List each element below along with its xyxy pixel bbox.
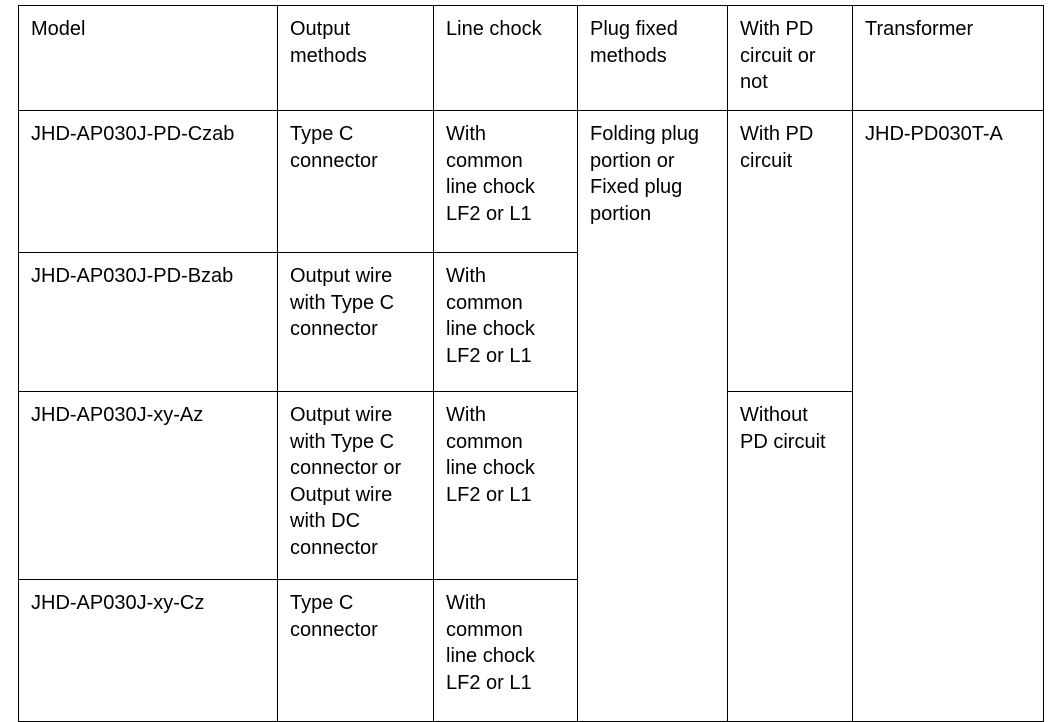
cell-line-chock: With common line chock LF2 or L1: [433, 579, 578, 722]
cell-model-value: JHD-AP030J-xy-Cz: [31, 592, 205, 614]
cell-pd-circuit-without-value: Without PD circuit: [740, 404, 826, 453]
cell-model-value: JHD-AP030J-PD-Czab: [31, 123, 235, 145]
cell-line-chock-value: With common line chock LF2 or L1: [446, 123, 535, 225]
page-canvas: Model Output methods Line chock Plug fix…: [18, 5, 1044, 722]
column-header-line-chock-label: Line chock: [446, 18, 542, 40]
cell-output-methods: Type C connector: [277, 579, 434, 722]
cell-output-methods: Output wire with Type C connector or Out…: [277, 391, 434, 580]
cell-pd-circuit-merged-with: With PD circuit: [727, 110, 853, 392]
cell-output-methods-value: Type C connector: [290, 123, 378, 172]
cell-plug-fixed-methods-value: Folding plug portion or Fixed plug porti…: [590, 123, 699, 225]
cell-line-chock: With common line chock LF2 or L1: [433, 110, 578, 253]
cell-line-chock: With common line chock LF2 or L1: [433, 391, 578, 580]
column-header-plug-fixed-methods: Plug fixed methods: [577, 5, 728, 111]
cell-output-methods: Type C connector: [277, 110, 434, 253]
table-header-row: Model Output methods Line chock Plug fix…: [18, 5, 1044, 111]
cell-model: JHD-AP030J-xy-Cz: [18, 579, 278, 722]
column-header-with-pd-circuit-or-not-label: With PD circuit or not: [740, 18, 816, 94]
column-header-plug-fixed-methods-label: Plug fixed methods: [590, 18, 678, 67]
column-header-output-methods-label: Output methods: [290, 18, 367, 67]
cell-line-chock-value: With common line chock LF2 or L1: [446, 265, 535, 367]
cell-line-chock: With common line chock LF2 or L1: [433, 252, 578, 392]
column-header-transformer-label: Transformer: [865, 18, 974, 40]
cell-model: JHD-AP030J-PD-Czab: [18, 110, 278, 253]
cell-pd-circuit-with-value: With PD circuit: [740, 123, 814, 172]
table-row: JHD-AP030J-xy-Az Output wire with Type C…: [18, 391, 1044, 722]
cell-model-value: JHD-AP030J-xy-Az: [31, 404, 204, 426]
cell-output-methods: Output wire with Type C connector: [277, 252, 434, 392]
cell-transformer-value: JHD-PD030T-A: [865, 123, 1003, 145]
column-header-model-label: Model: [31, 18, 86, 40]
column-header-output-methods: Output methods: [277, 5, 434, 111]
cell-model: JHD-AP030J-PD-Bzab: [18, 252, 278, 392]
table-row: JHD-AP030J-PD-Bzab Output wire with Type…: [18, 252, 1044, 392]
model-specification-table: Model Output methods Line chock Plug fix…: [18, 5, 1044, 722]
cell-pd-circuit-merged-without: Without PD circuit: [727, 391, 853, 722]
column-header-model: Model: [18, 5, 278, 111]
cell-line-chock-value: With common line chock LF2 or L1: [446, 404, 535, 506]
column-header-line-chock: Line chock: [433, 5, 578, 111]
cell-model: JHD-AP030J-xy-Az: [18, 391, 278, 580]
column-header-transformer: Transformer: [852, 5, 1044, 111]
column-header-with-pd-circuit-or-not: With PD circuit or not: [727, 5, 853, 111]
cell-plug-fixed-methods-merged: Folding plug portion or Fixed plug porti…: [577, 110, 728, 722]
cell-line-chock-value: With common line chock LF2 or L1: [446, 592, 535, 694]
cell-output-methods-value: Output wire with Type C connector or Out…: [290, 404, 402, 559]
cell-transformer-merged: JHD-PD030T-A: [852, 110, 1044, 722]
cell-output-methods-value: Output wire with Type C connector: [290, 265, 395, 341]
cell-output-methods-value: Type C connector: [290, 592, 378, 641]
cell-model-value: JHD-AP030J-PD-Bzab: [31, 265, 234, 287]
table-row: JHD-AP030J-PD-Czab Type C connector With…: [18, 110, 1044, 722]
